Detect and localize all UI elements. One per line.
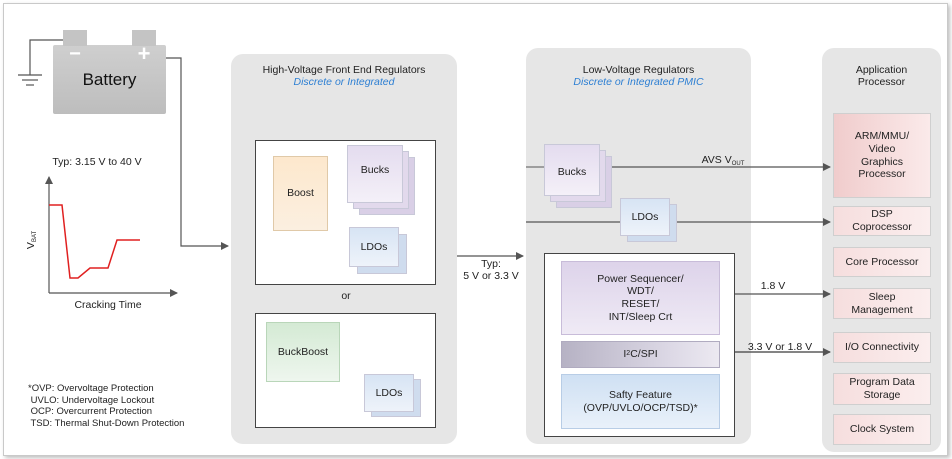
- power-seq-line1: Power Sequencer/: [597, 272, 684, 285]
- safety-line2: (OVP/UVLO/OCP/TSD)*: [583, 401, 698, 414]
- lv-ldos-layer-1: [620, 198, 670, 236]
- power-seq-line3: RESET/: [621, 298, 660, 310]
- ap-sleep-line2: Management: [851, 303, 913, 316]
- ap-arm-line3: Graphics: [860, 155, 903, 168]
- vbat-xaxis-label: Cracking Time: [74, 299, 142, 311]
- i2c-sup: 2: [626, 350, 631, 358]
- hv-ldos-layer-1: [349, 227, 399, 267]
- note-ovp: *OVP: Overvoltage Protection: [28, 383, 154, 394]
- lv-bucks-layer-1: [544, 144, 600, 196]
- v33-label: 3.3 V or 1.8 V: [747, 341, 813, 353]
- power-seq-line4: INT/Sleep Crt: [608, 310, 673, 323]
- vbat-axis-label: VBAT: [25, 220, 39, 260]
- power-seq-line2: WDT/: [627, 285, 654, 298]
- avs-vout-label: AVS VOUT: [688, 154, 758, 168]
- boost-box: Boost: [273, 156, 328, 231]
- hv-or-label: or: [341, 290, 351, 302]
- avs-sub: OUT: [731, 161, 745, 167]
- i2c-rest: C/SPI: [630, 348, 658, 361]
- vbat-axis-label-sub: BAT: [32, 230, 39, 243]
- lv-bucks-label: Bucks: [557, 165, 587, 178]
- avs-main: AVS V: [701, 154, 732, 166]
- ap-storage-line2: Storage: [863, 389, 901, 401]
- ap-clock-system: Clock System: [833, 414, 931, 445]
- battery-label: Battery: [82, 70, 137, 89]
- ap-arm-line1: ARM/MMU/: [854, 130, 910, 143]
- hv-title: High-Voltage Front End Regulators: [262, 64, 426, 76]
- ap-io-connectivity: I/O Connectivity: [833, 332, 931, 363]
- safety-line1: Safty Feature: [608, 388, 673, 401]
- battery-to-hv-line: [156, 57, 229, 250]
- power-sequencer-box: Power Sequencer/ WDT/ RESET/ INT/Sleep C…: [561, 261, 720, 335]
- lv-title: Low-Voltage Regulators: [582, 64, 695, 76]
- i2c-main: I: [623, 348, 627, 361]
- ap-core-processor: Core Processor: [833, 247, 931, 277]
- ap-arm-line4: Processor: [858, 168, 906, 181]
- safety-feature-box: Safty Feature (OVP/UVLO/OCP/TSD)*: [561, 374, 720, 429]
- battery-terminal-positive: [132, 30, 156, 46]
- ap-title-line1: Application: [855, 64, 908, 76]
- ap-sleep-line1: Sleep: [868, 290, 896, 303]
- lv-subtitle: Discrete or Integrated PMIC: [573, 76, 704, 88]
- note-uvlo: UVLO: Undervoltage Lockout: [28, 394, 155, 406]
- notes: *OVP: Overvoltage Protection UVLO: Under…: [28, 383, 184, 429]
- ap-dsp-line2: Coprocessor: [852, 221, 912, 233]
- v18-label: 1.8 V: [760, 280, 786, 292]
- buckboost-box: BuckBoost: [266, 322, 340, 382]
- ap-title-line2: Processor: [857, 76, 906, 88]
- ap-dsp-coprocessor: DSP Coprocessor: [833, 206, 931, 236]
- vbat-curve: [49, 204, 140, 279]
- hv-ldos-bottom-label: LDOs: [375, 386, 403, 399]
- ap-arm-line2: Video: [868, 142, 896, 155]
- ap-dsp-line1: DSP: [871, 208, 893, 221]
- ap-program-data-storage: Program Data Storage: [833, 373, 931, 405]
- hv-subtitle: Discrete or Integrated: [293, 76, 395, 88]
- ap-storage-line1: Program Data: [849, 376, 915, 389]
- note-tsd: TSD: Thermal Shut-Down Protection: [28, 417, 185, 429]
- typ-mid-line1: Typ:: [481, 258, 501, 270]
- vbat-typ-label: Typ: 3.15 V to 40 V: [52, 156, 142, 168]
- hv-bucks-layer-1: [347, 145, 403, 203]
- battery-body: [53, 45, 166, 114]
- ap-arm-processor: ARM/MMU/ Video Graphics Processor: [833, 113, 931, 198]
- battery-minus-sign: −: [69, 43, 81, 65]
- ground-icon: [18, 39, 63, 86]
- battery-terminal-negative: [63, 30, 87, 46]
- note-ocp: OCP: Overcurrent Protection: [28, 406, 153, 417]
- hv-ldos-label: LDOs: [360, 240, 388, 253]
- typ-mid-line2: 5 V or 3.3 V: [463, 270, 519, 282]
- vbat-axis-label-main: V: [25, 242, 38, 250]
- hv-ldos-bottom-layer-1: [364, 374, 414, 412]
- hv-bucks-label: Bucks: [360, 163, 390, 176]
- ap-sleep-management: Sleep Management: [833, 288, 931, 319]
- vbat-chart: [45, 176, 178, 297]
- lv-ldos-label: LDOs: [631, 210, 659, 223]
- battery-plus-sign: +: [137, 41, 151, 66]
